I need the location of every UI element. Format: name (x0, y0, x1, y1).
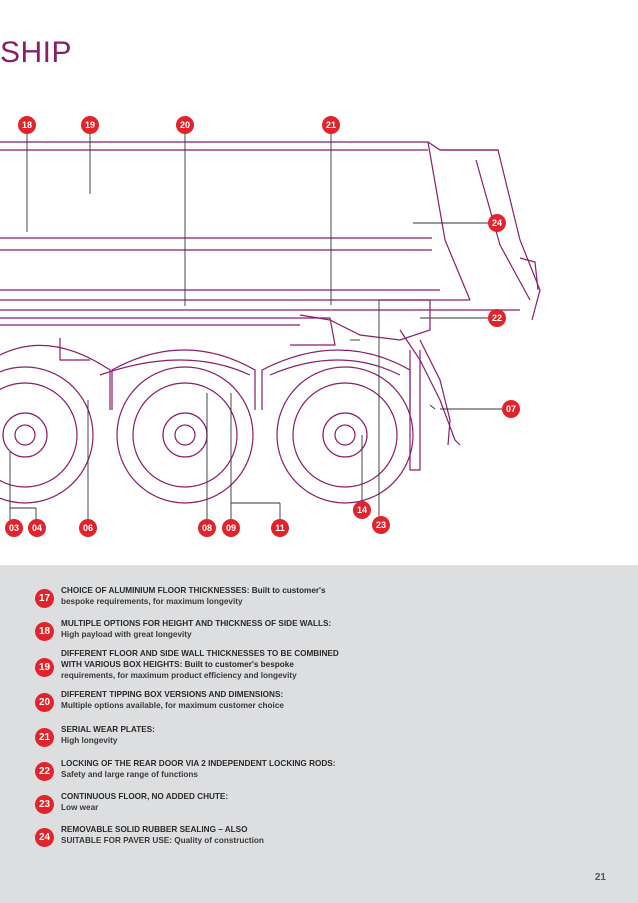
legend-text: LOCKING OF THE REAR DOOR VIA 2 INDEPENDE… (61, 758, 335, 780)
legend-badge: 21 (35, 728, 54, 747)
callout-14 (353, 501, 371, 519)
legend-badge: 18 (35, 622, 54, 641)
legend-text: MULTIPLE OPTIONS FOR HEIGHT AND THICKNES… (61, 618, 331, 640)
callout-label-23: 23 (376, 520, 386, 530)
callout-label-14: 14 (357, 505, 367, 515)
legend-desc: High payload with great longevity (61, 630, 192, 639)
callout-18 (18, 116, 36, 134)
legend-desc: Multiple options available, for maximum … (61, 701, 284, 710)
callout-20 (176, 116, 194, 134)
page-title: SHIP (0, 36, 73, 69)
callout-label-11: 11 (275, 523, 285, 533)
legend-title: DIFFERENT TIPPING BOX VERSIONS AND DIMEN… (61, 690, 284, 699)
legend-desc: bespoke requirements, for maximum longev… (61, 597, 243, 606)
legend-badge: 19 (35, 658, 54, 677)
callout-label-04: 04 (32, 523, 42, 533)
legend-text: DIFFERENT TIPPING BOX VERSIONS AND DIMEN… (61, 689, 284, 711)
legend-desc: Low wear (61, 803, 99, 812)
callout-19 (81, 116, 99, 134)
legend-title: REMOVABLE SOLID RUBBER SEALING – ALSO (61, 825, 248, 834)
legend-desc: High longevity (61, 736, 118, 745)
callout-label-03: 03 (9, 523, 19, 533)
callout-21 (322, 116, 340, 134)
legend-badge: 20 (35, 693, 54, 712)
callout-label-21: 21 (326, 120, 336, 130)
legend-text: CONTINUOUS FLOOR, NO ADDED CHUTE: Low we… (61, 791, 228, 813)
callout-09 (222, 519, 240, 537)
legend-badge: 23 (35, 795, 54, 814)
legend-desc: Safety and large range of functions (61, 770, 198, 779)
callout-label-18: 18 (22, 120, 32, 130)
callout-label-19: 19 (85, 120, 95, 130)
legend-desc: requirements, for maximum product effici… (61, 671, 297, 680)
callout-label-20: 20 (180, 120, 190, 130)
legend-title: DIFFERENT FLOOR AND SIDE WALL THICKNESSE… (61, 649, 339, 658)
legend-title: SERIAL WEAR PLATES: (61, 725, 155, 734)
legend-title: LOCKING OF THE REAR DOOR VIA 2 INDEPENDE… (61, 759, 336, 768)
callout-23 (372, 516, 390, 534)
callout-03 (5, 519, 23, 537)
legend-badge: 17 (35, 589, 54, 608)
callout-label-09: 09 (226, 523, 236, 533)
legend-badge: 24 (35, 828, 54, 847)
callout-04 (28, 519, 46, 537)
callout-label-08: 08 (202, 523, 212, 533)
legend-text: DIFFERENT FLOOR AND SIDE WALL THICKNESSE… (61, 648, 339, 681)
callout-label-07: 07 (506, 404, 516, 414)
legend-title: CHOICE OF ALUMINIUM FLOOR THICKNESSES: B… (61, 586, 326, 595)
legend-text: CHOICE OF ALUMINIUM FLOOR THICKNESSES: B… (61, 585, 326, 607)
legend-text: REMOVABLE SOLID RUBBER SEALING – ALSO SU… (61, 824, 264, 846)
trailer-diagram: 18 19 20 21 24 22 07 03 04 06 08 09 11 1… (0, 116, 541, 537)
legend-text: SERIAL WEAR PLATES: High longevity (61, 724, 155, 746)
legend-title: MULTIPLE OPTIONS FOR HEIGHT AND THICKNES… (61, 619, 332, 628)
legend-desc: SUITABLE FOR PAVER USE: Quality of const… (61, 836, 264, 845)
callout-label-06: 06 (83, 523, 93, 533)
callout-11 (271, 519, 289, 537)
callout-label-24: 24 (492, 218, 502, 228)
legend-badge: 22 (35, 762, 54, 781)
callout-07 (502, 400, 520, 418)
features-legend: 17 CHOICE OF ALUMINIUM FLOOR THICKNESSES… (0, 565, 638, 903)
callout-08 (198, 519, 216, 537)
callout-24 (488, 214, 506, 232)
legend-title: CONTINUOUS FLOOR, NO ADDED CHUTE: (61, 792, 229, 801)
callout-22 (488, 309, 506, 327)
callout-06 (79, 519, 97, 537)
callout-label-22: 22 (492, 313, 502, 323)
legend-title-cont: WITH VARIOUS BOX HEIGHTS: Built to custo… (61, 660, 294, 669)
page-number: 21 (594, 872, 606, 883)
